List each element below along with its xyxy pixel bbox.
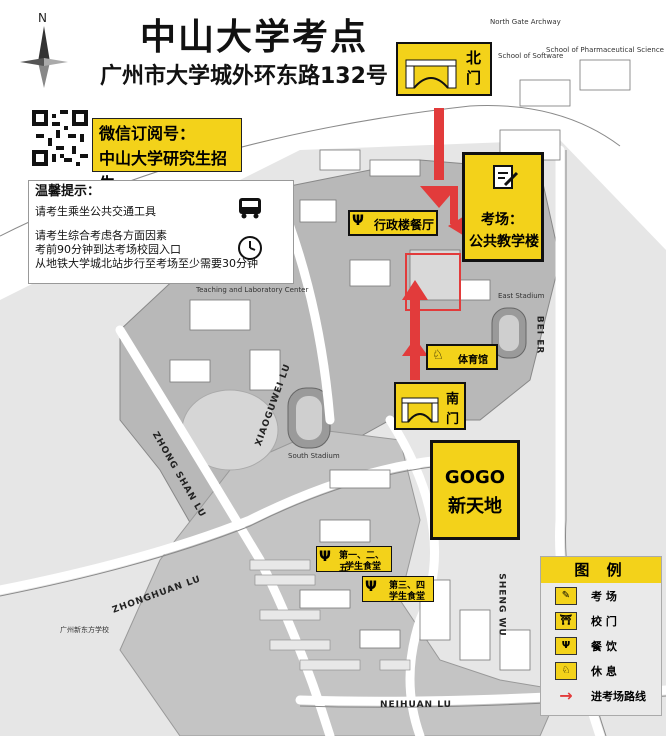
south-stadium-label: South Stadium bbox=[288, 452, 340, 460]
legend-item-route: → 进考场路线 bbox=[541, 683, 661, 708]
exam-icon bbox=[491, 163, 519, 191]
north-gate-label: 北门 bbox=[466, 49, 482, 87]
bus-icon bbox=[237, 197, 263, 219]
gym-marker[interactable]: ♘ 体育馆 bbox=[426, 344, 498, 370]
tips-line-walk: 从地铁大学城北站步行至考场至少需要30分钟 bbox=[35, 257, 258, 270]
admin-canteen-marker[interactable]: Ψ 行政楼餐厅 bbox=[348, 210, 438, 236]
rest-icon: ♘ bbox=[432, 348, 444, 363]
gate-icon bbox=[400, 390, 440, 424]
exam-venue-marker[interactable]: 考场： 公共教学楼 bbox=[462, 152, 544, 262]
page-subtitle: 广州市大学城外环东路132号 bbox=[100, 64, 388, 89]
wechat-subscription-label: 微信订阅号： 中山大学研究生招生 bbox=[92, 118, 242, 193]
rest-icon: ♘ bbox=[555, 661, 577, 680]
gym-label: 体育馆 bbox=[458, 355, 488, 366]
legend-item-rest: ♘ 休 息 bbox=[541, 658, 661, 683]
tips-line-transport: 请考生乘坐公共交通工具 bbox=[35, 205, 156, 218]
svg-text:N: N bbox=[38, 11, 47, 25]
map-legend: 图 例 ✎ 考 场 ⛩ 校 门 Ψ 餐 饮 ♘ 休 息 → 进考场路线 bbox=[540, 556, 662, 716]
road-label-neihuan: NEIHUAN LU bbox=[380, 700, 452, 710]
canteen-125-line2: 学生食堂 bbox=[345, 562, 382, 572]
teaching-lab-label: Teaching and Laboratory Center bbox=[196, 286, 309, 294]
clock-icon bbox=[237, 235, 263, 261]
admin-canteen-label: 行政楼餐厅 bbox=[374, 216, 435, 233]
dining-icon: Ψ bbox=[555, 636, 577, 655]
canteen-34-marker[interactable]: Ψ 第三、四 学生食堂 bbox=[362, 576, 434, 602]
tips-title: 温馨提示： bbox=[35, 184, 101, 199]
software-school-label: School of Software bbox=[498, 52, 564, 60]
gate-icon: ⛩ bbox=[555, 611, 577, 630]
legend-item-dining: Ψ 餐 饮 bbox=[541, 633, 661, 658]
canteen-125-line1: 第一、二、五 bbox=[339, 551, 385, 574]
gate-icon bbox=[404, 50, 458, 90]
road-label-shengwu: SHENG WU bbox=[496, 573, 507, 637]
legend-label-exam: 考 场 bbox=[591, 589, 617, 603]
tips-line-arrive: 考前90分钟到达考场校园入口 bbox=[35, 243, 181, 256]
legend-label-dining: 餐 饮 bbox=[591, 639, 617, 653]
exam-icon: ✎ bbox=[555, 586, 577, 605]
exam-venue-line2: 公共教学楼 bbox=[469, 234, 539, 250]
canteen-34-line2: 学生食堂 bbox=[389, 592, 426, 602]
legend-item-exam: ✎ 考 场 bbox=[541, 583, 661, 608]
dining-icon: Ψ bbox=[352, 213, 364, 229]
north-gate-marker[interactable]: 北门 bbox=[396, 42, 492, 96]
legend-label-gate: 校 门 bbox=[591, 614, 617, 628]
legend-title: 图 例 bbox=[541, 557, 661, 583]
exam-venue-line1: 考场： bbox=[481, 212, 523, 228]
road-label-beier: BEI ER bbox=[534, 315, 545, 355]
wechat-label-line1: 微信订阅号： bbox=[99, 124, 196, 143]
route-arrow bbox=[402, 108, 466, 380]
canteen-34-line1: 第三、四 bbox=[389, 581, 426, 591]
gogo-mall-marker[interactable]: GOGO 新天地 bbox=[430, 440, 520, 540]
route-arrow-icon: → bbox=[559, 686, 573, 705]
north-gate-arch-label: North Gate Archway bbox=[490, 18, 561, 26]
legend-label-rest: 休 息 bbox=[591, 664, 617, 678]
tips-line-factors: 请考生综合考虑各方面因素 bbox=[35, 229, 167, 242]
legend-label-route: 进考场路线 bbox=[591, 689, 646, 703]
south-gate-marker[interactable]: 南 门 bbox=[394, 382, 466, 430]
legend-item-gate: ⛩ 校 门 bbox=[541, 608, 661, 633]
east-stadium-label: East Stadium bbox=[498, 292, 545, 300]
dining-icon: Ψ bbox=[365, 579, 377, 595]
south-gate-label-2: 门 bbox=[446, 412, 460, 427]
gogo-label-line1: GOGO bbox=[444, 467, 506, 488]
page-title: 中山大学考点 bbox=[140, 17, 369, 58]
pharma-school-label: School of Pharmaceutical Science bbox=[546, 46, 664, 54]
exam-building-outline bbox=[405, 253, 461, 311]
canteen-125-marker[interactable]: Ψ 第一、二、五 学生食堂 bbox=[316, 546, 392, 574]
north-compass-icon: N bbox=[14, 10, 74, 90]
south-gate-label-1: 南 bbox=[446, 392, 460, 407]
tips-panel: 温馨提示： 请考生乘坐公共交通工具 请考生综合考虑各方面因素 考前90分钟到达考… bbox=[28, 180, 294, 284]
new-oriental-label: 广州新东方学校 bbox=[60, 626, 109, 634]
qr-code[interactable] bbox=[32, 110, 88, 166]
gogo-label-line2: 新天地 bbox=[448, 496, 502, 517]
dining-icon: Ψ bbox=[319, 549, 331, 565]
